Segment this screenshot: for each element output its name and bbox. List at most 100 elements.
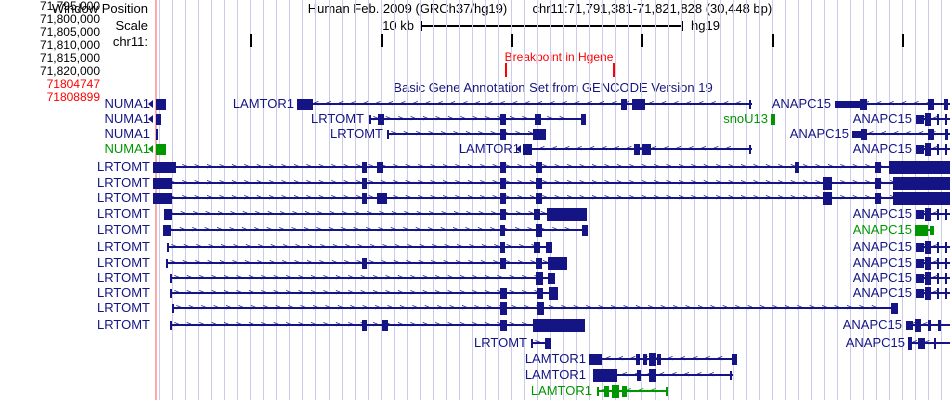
exon-box[interactable]	[533, 319, 585, 332]
exon-box[interactable]	[860, 99, 867, 110]
exon-box[interactable]	[928, 99, 934, 110]
exon-box[interactable]	[153, 178, 172, 189]
gene-label-lrtomt[interactable]: LRTOMT	[97, 190, 150, 205]
exon-box[interactable]	[500, 258, 506, 269]
exon-box[interactable]	[535, 114, 541, 125]
gene-label-lrtomt[interactable]: LRTOMT	[311, 111, 364, 126]
exon-box[interactable]	[378, 114, 384, 125]
exon-box[interactable]	[666, 387, 668, 396]
exon-box[interactable]	[925, 208, 931, 221]
exon-box[interactable]	[634, 144, 640, 155]
exon-box[interactable]	[536, 258, 542, 269]
exon-box[interactable]	[930, 226, 934, 235]
exon-box[interactable]	[893, 192, 950, 205]
gene-label-lrtomt[interactable]: LRTOMT	[97, 222, 150, 237]
exon-box[interactable]	[172, 304, 174, 313]
exon-box[interactable]	[918, 338, 925, 349]
exon-box[interactable]	[875, 162, 881, 173]
gene-label-lamtor1[interactable]: LAMTOR1	[530, 383, 592, 398]
exon-box[interactable]	[835, 101, 861, 108]
exon-box[interactable]	[170, 321, 172, 330]
exon-box[interactable]	[500, 288, 507, 299]
exon-box[interactable]	[536, 178, 542, 189]
gene-label-anapc15[interactable]: ANAPC15	[852, 239, 912, 254]
exon-box[interactable]	[916, 145, 924, 154]
exon-box[interactable]	[945, 242, 947, 253]
gene-intron-line[interactable]	[153, 197, 950, 199]
exon-box[interactable]	[536, 162, 542, 173]
gene-label-lrtomt[interactable]: LRTOMT	[97, 175, 150, 190]
exon-box[interactable]	[632, 99, 645, 110]
exon-box[interactable]	[362, 162, 367, 173]
exon-box[interactable]	[153, 162, 176, 173]
exon-box[interactable]	[937, 114, 939, 125]
gene-intron-line[interactable]	[531, 342, 551, 344]
exon-box[interactable]	[928, 129, 934, 140]
exon-box[interactable]	[547, 208, 587, 221]
exon-box[interactable]	[945, 209, 947, 220]
gene-label-anapc15[interactable]: ANAPC15	[852, 285, 912, 300]
exon-box[interactable]	[387, 130, 389, 139]
gene-intron-line[interactable]	[163, 229, 588, 231]
gene-label-numa1[interactable]: NUMA1	[104, 141, 150, 156]
gene-intron-line[interactable]	[369, 118, 586, 120]
exon-box[interactable]	[649, 353, 656, 366]
exon-box[interactable]	[937, 209, 939, 220]
exon-box[interactable]	[916, 243, 924, 252]
exon-box[interactable]	[937, 273, 939, 284]
exon-box[interactable]	[500, 302, 507, 315]
exon-box[interactable]	[500, 114, 506, 125]
exon-box[interactable]	[891, 303, 898, 314]
gene-intron-line[interactable]	[852, 133, 950, 135]
exon-box[interactable]	[945, 129, 948, 140]
exon-box[interactable]	[377, 193, 387, 204]
exon-box[interactable]	[925, 241, 931, 254]
gene-label-lrtomt[interactable]: LRTOMT	[97, 285, 150, 300]
gene-intron-line[interactable]	[597, 390, 668, 392]
exon-box[interactable]	[732, 354, 737, 365]
exon-box[interactable]	[612, 385, 619, 398]
exon-box[interactable]	[536, 224, 542, 237]
exon-box[interactable]	[500, 193, 506, 204]
exon-box[interactable]	[534, 242, 540, 253]
exon-box[interactable]	[749, 100, 751, 109]
exon-box[interactable]	[377, 162, 383, 173]
gene-label-lrtomt[interactable]: LRTOMT	[97, 159, 150, 174]
gene-intron-line[interactable]	[589, 358, 737, 360]
gene-label-anapc15[interactable]: ANAPC15	[852, 111, 912, 126]
exon-box[interactable]	[945, 258, 947, 269]
exon-box[interactable]	[548, 273, 555, 284]
exon-box[interactable]	[545, 338, 551, 349]
exon-box[interactable]	[771, 114, 775, 125]
exon-box[interactable]	[893, 177, 950, 190]
exon-box[interactable]	[537, 302, 544, 315]
exon-box[interactable]	[534, 209, 540, 220]
gene-intron-line[interactable]	[593, 374, 733, 376]
gene-label-lrtomt[interactable]: LRTOMT	[474, 335, 527, 350]
gene-label-lamtor1[interactable]: LAMTOR1	[458, 141, 520, 156]
exon-box[interactable]	[500, 225, 505, 236]
exon-box[interactable]	[937, 242, 939, 253]
exon-box[interactable]	[637, 370, 641, 381]
exon-box[interactable]	[889, 161, 950, 174]
gene-intron-line[interactable]	[167, 246, 552, 248]
gene-intron-line[interactable]	[297, 103, 752, 105]
exon-box[interactable]	[156, 114, 161, 125]
exon-box[interactable]	[156, 144, 166, 155]
exon-box[interactable]	[875, 193, 881, 204]
gene-intron-line[interactable]	[916, 246, 950, 248]
exon-box[interactable]	[362, 193, 367, 204]
exon-box[interactable]	[582, 225, 588, 236]
gene-label-lrtomt[interactable]: LRTOMT	[97, 300, 150, 315]
exon-box[interactable]	[164, 209, 172, 220]
gene-label-anapc15[interactable]: ANAPC15	[771, 96, 831, 111]
exon-box[interactable]	[925, 257, 931, 270]
gene-label-lrtomt[interactable]: LRTOMT	[97, 270, 150, 285]
gene-intron-line[interactable]	[916, 118, 950, 120]
exon-box[interactable]	[604, 386, 609, 397]
gene-intron-line[interactable]	[170, 277, 555, 279]
breakpoint-tick[interactable]	[613, 63, 615, 77]
gene-intron-line[interactable]	[170, 324, 585, 326]
gene-label-numa1[interactable]: NUMA1	[104, 96, 150, 111]
gene-label-lamtor1[interactable]: LAMTOR1	[524, 351, 586, 366]
